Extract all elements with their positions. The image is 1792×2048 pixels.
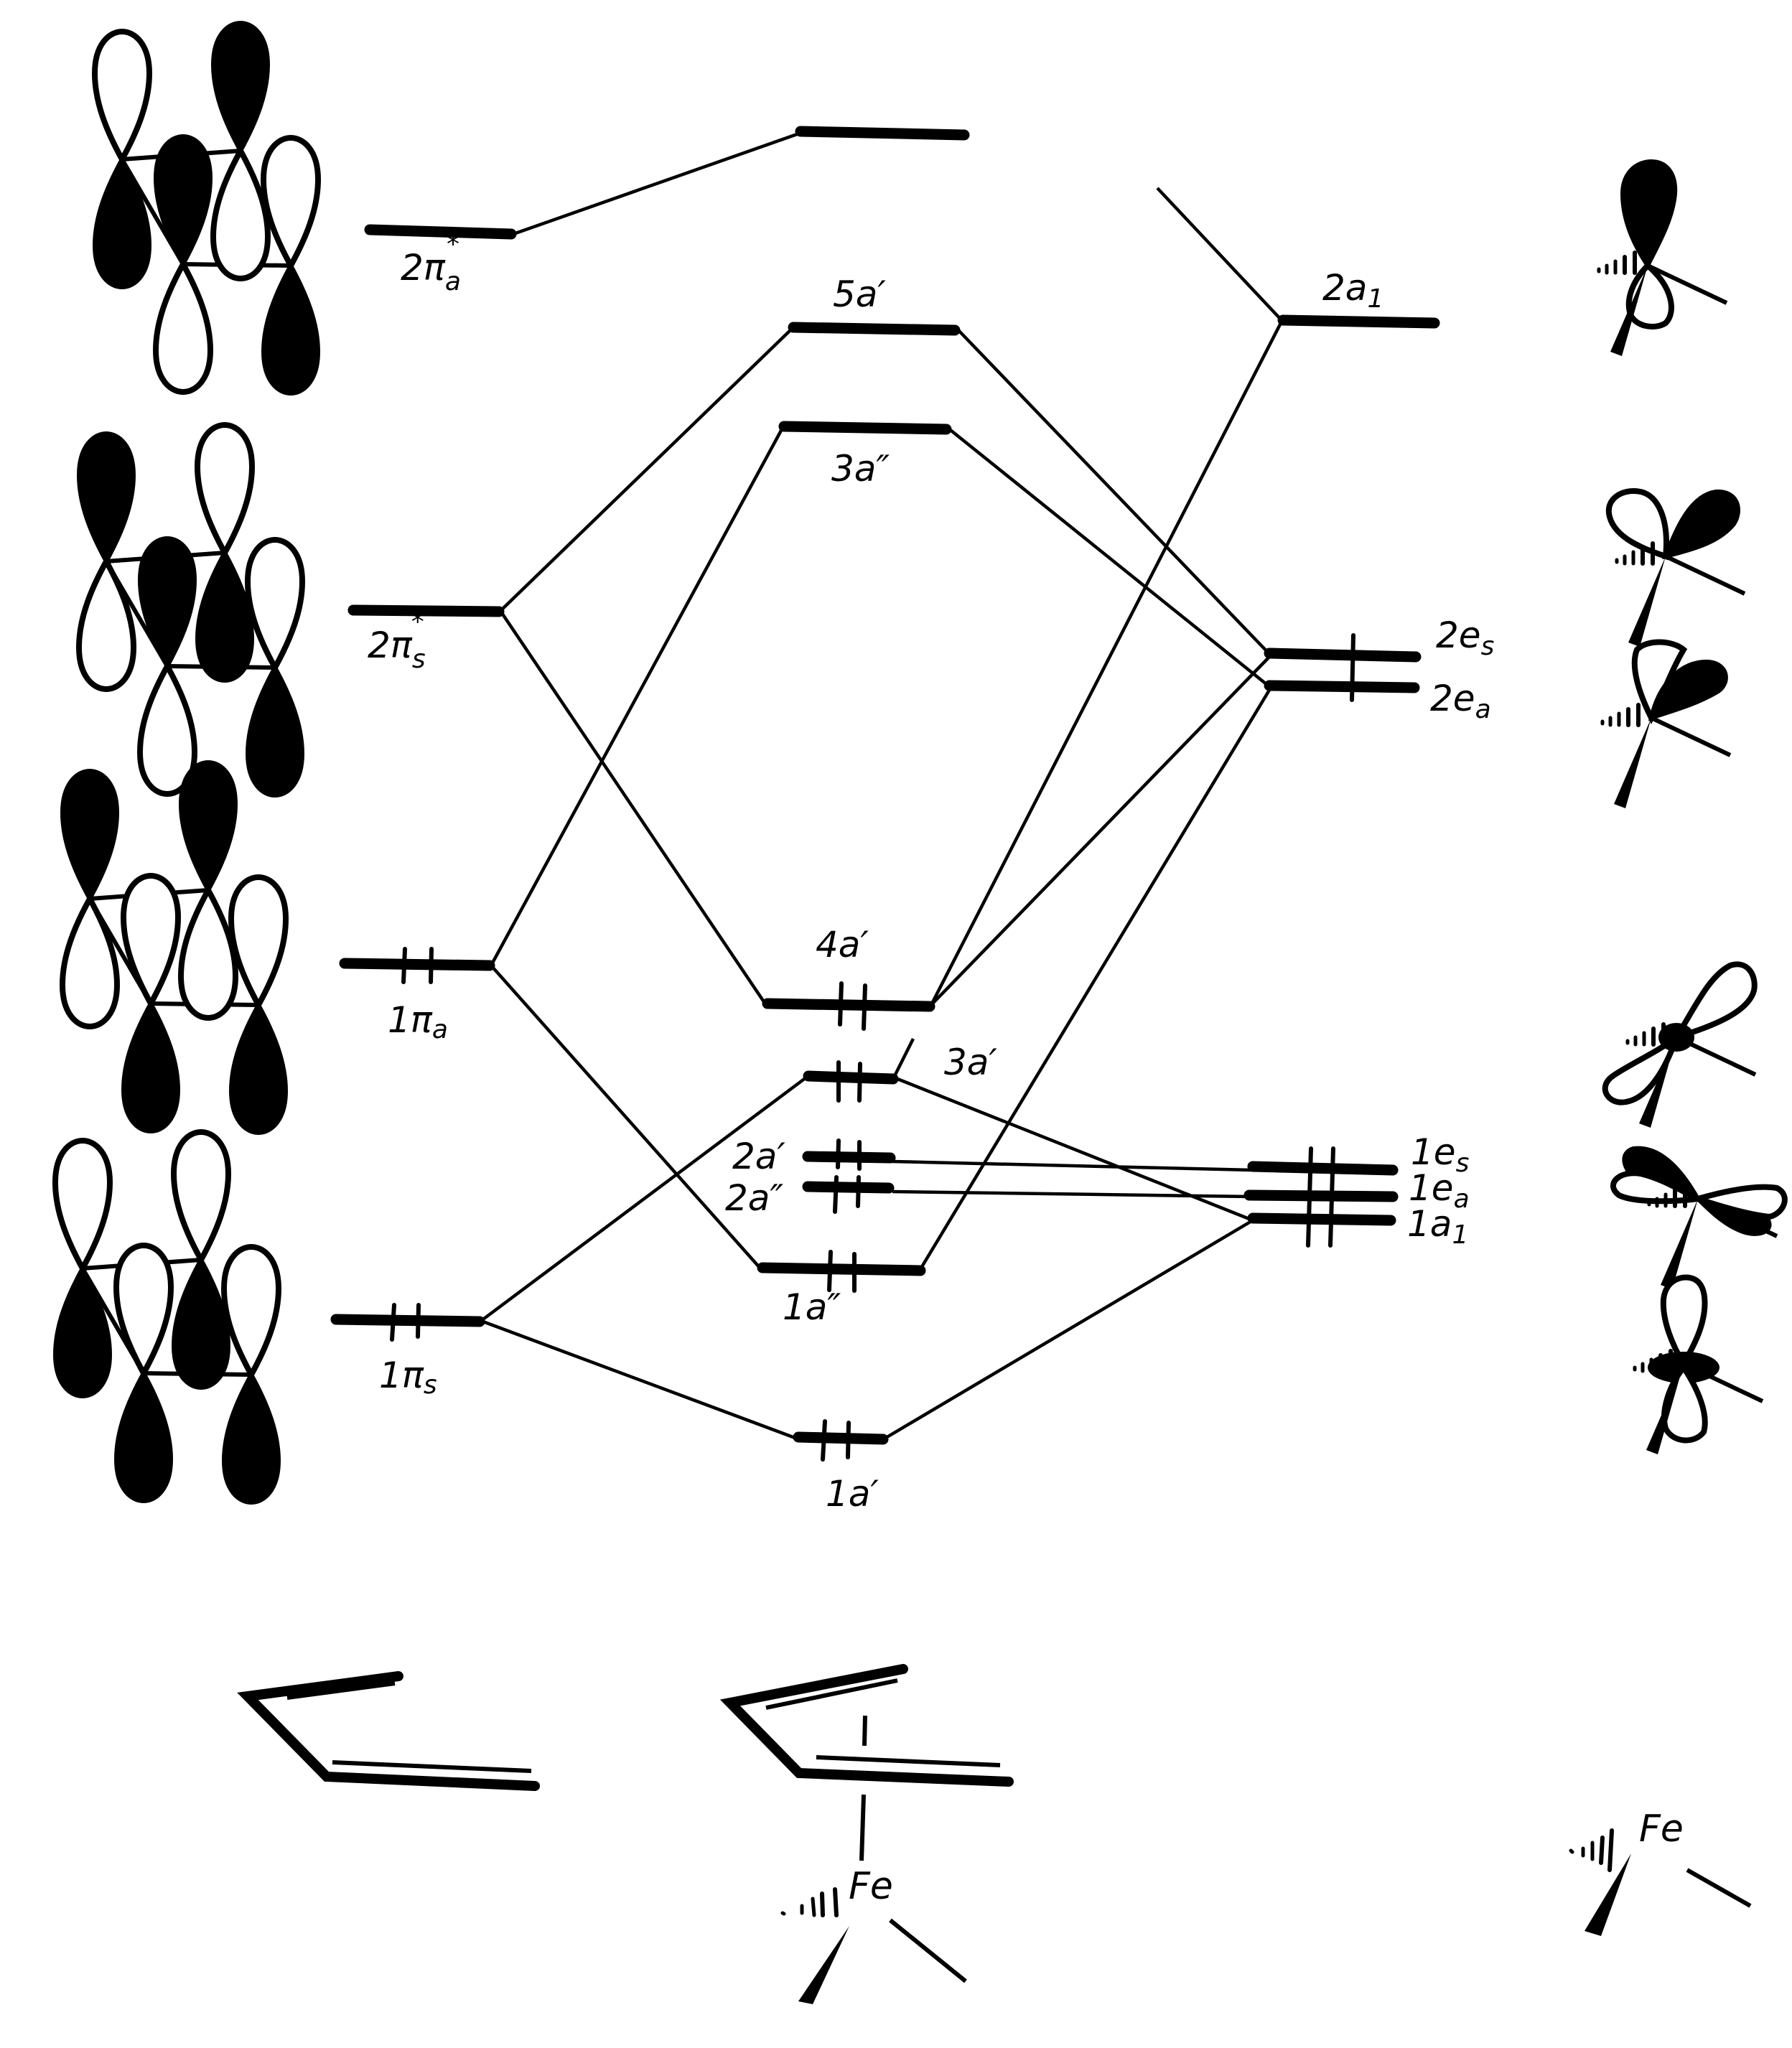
level-1e-s (1247, 1161, 1399, 1176)
electron-mark (1350, 633, 1355, 702)
level-2e-a (1264, 680, 1420, 693)
label-2pi-a-star: 2πa* (401, 230, 461, 296)
label-4a-prime: 4a′ (816, 924, 869, 965)
level-1e-a (1243, 1189, 1399, 1202)
corr-line (499, 609, 767, 1006)
level-2pi-s-star (347, 604, 505, 617)
corr-line (892, 1189, 1254, 1199)
electron-mark (821, 1419, 827, 1462)
orbital-sketch-1pi-a (62, 762, 286, 1133)
label-1a-dprime: 1a″ (783, 1286, 841, 1328)
level-1pi-a (339, 958, 495, 971)
electron-mark (856, 1175, 861, 1208)
level-3a-prime (803, 1070, 899, 1085)
left-levels (330, 224, 517, 1327)
level-2e-s (1264, 647, 1422, 663)
corr-line (946, 426, 1272, 689)
orbital-sketch-2pi-a-star (95, 23, 318, 393)
level-2a1 (1277, 314, 1440, 329)
electron-mark (416, 1303, 421, 1339)
label-2a-dprime: 2a″ (725, 1177, 783, 1219)
fe-orbital-sketch-2a1 (1599, 159, 1727, 356)
level-2a-dprime (802, 1181, 895, 1194)
corr-line (480, 1319, 798, 1441)
level-4a-prime (762, 998, 935, 1012)
label-2a-prime: 2a′ (732, 1136, 785, 1177)
electron-mark (838, 981, 844, 1027)
fe-orbital-sketch-1a1 (1635, 1274, 1763, 1454)
electron-mark (846, 1421, 851, 1459)
fe-orbital-sketch-2e-a (1602, 639, 1730, 808)
fragment-fe-label: Fe (1639, 1808, 1684, 1851)
corr-line (513, 131, 800, 236)
level-top (795, 126, 970, 141)
level-3a-dprime (778, 421, 952, 435)
corr-line (892, 1159, 1254, 1172)
level-2a-prime (802, 1151, 896, 1164)
electron-mark (1306, 1146, 1313, 1248)
corr-line (1156, 187, 1283, 322)
fe-orbital-sketch-1e-s (1602, 961, 1755, 1128)
level-2pi-a-star (364, 224, 517, 240)
corr-line (956, 327, 1272, 657)
level-labels: 2πa* 2πs* 1πa 1πs 5a′ 3a″ 4a′ 3a′ 2a′ 2a… (368, 230, 1494, 1515)
label-1a-prime: 1a′ (826, 1473, 879, 1515)
correlation-lines (480, 131, 1284, 1441)
label-1pi-a: 1πa (388, 999, 448, 1044)
electron-mark (862, 983, 867, 1031)
label-1a1: 1a1 (1407, 1203, 1468, 1250)
label-1e-a: 1ea (1409, 1167, 1470, 1214)
right-levels (1243, 314, 1440, 1226)
fe-orbital-sketch-1e-a (1610, 1146, 1788, 1289)
electron-mark (857, 1062, 862, 1103)
structure-butadiene (237, 1671, 540, 1791)
level-5a-prime (788, 322, 961, 336)
electron-mark (390, 1303, 396, 1342)
label-1e-s: 1es (1411, 1131, 1469, 1178)
corr-line (499, 327, 793, 612)
label-2e-s: 2es (1436, 614, 1494, 661)
orbital-sketch-2pi-s-star (79, 425, 302, 795)
level-1a1 (1247, 1212, 1396, 1226)
electron-mark (401, 947, 407, 984)
level-1pi-s (330, 1314, 485, 1327)
corr-line (892, 1037, 915, 1079)
electron-mark (833, 1175, 839, 1214)
corr-line (929, 320, 1284, 1006)
orbital-sketch-1pi-s (55, 1132, 279, 1502)
label-2pi-s-star: 2πs* (368, 607, 426, 674)
fe-orbital-sketch-2e-s (1605, 488, 1745, 647)
center-levels (757, 126, 970, 1445)
label-3a-prime: 3a′ (944, 1042, 997, 1083)
label-2a1: 2a1 (1322, 267, 1383, 314)
label-5a-prime: 5a′ (833, 273, 886, 315)
electron-mark (836, 1138, 841, 1169)
corr-line (919, 686, 1272, 1271)
label-3a-dprime: 3a″ (831, 448, 890, 490)
electron-mark (827, 1250, 833, 1292)
level-1a-dprime (757, 1262, 926, 1276)
complex-fe-label: Fe (849, 1865, 893, 1908)
structure-fe-fragment: Fe (1569, 1808, 1752, 1936)
electron-marks (390, 633, 1355, 1462)
corr-line (883, 1219, 1254, 1440)
label-2e-a: 2ea (1430, 678, 1491, 724)
corr-line (893, 1075, 1254, 1222)
corr-line (490, 964, 762, 1271)
electron-mark (1328, 1146, 1335, 1248)
level-1a-prime (793, 1431, 889, 1445)
corr-line (480, 1076, 808, 1322)
structure-complex: Fe (719, 1664, 1014, 2004)
corr-line (930, 654, 1272, 1006)
corr-line (490, 426, 784, 967)
label-1pi-s: 1πs (379, 1355, 437, 1400)
